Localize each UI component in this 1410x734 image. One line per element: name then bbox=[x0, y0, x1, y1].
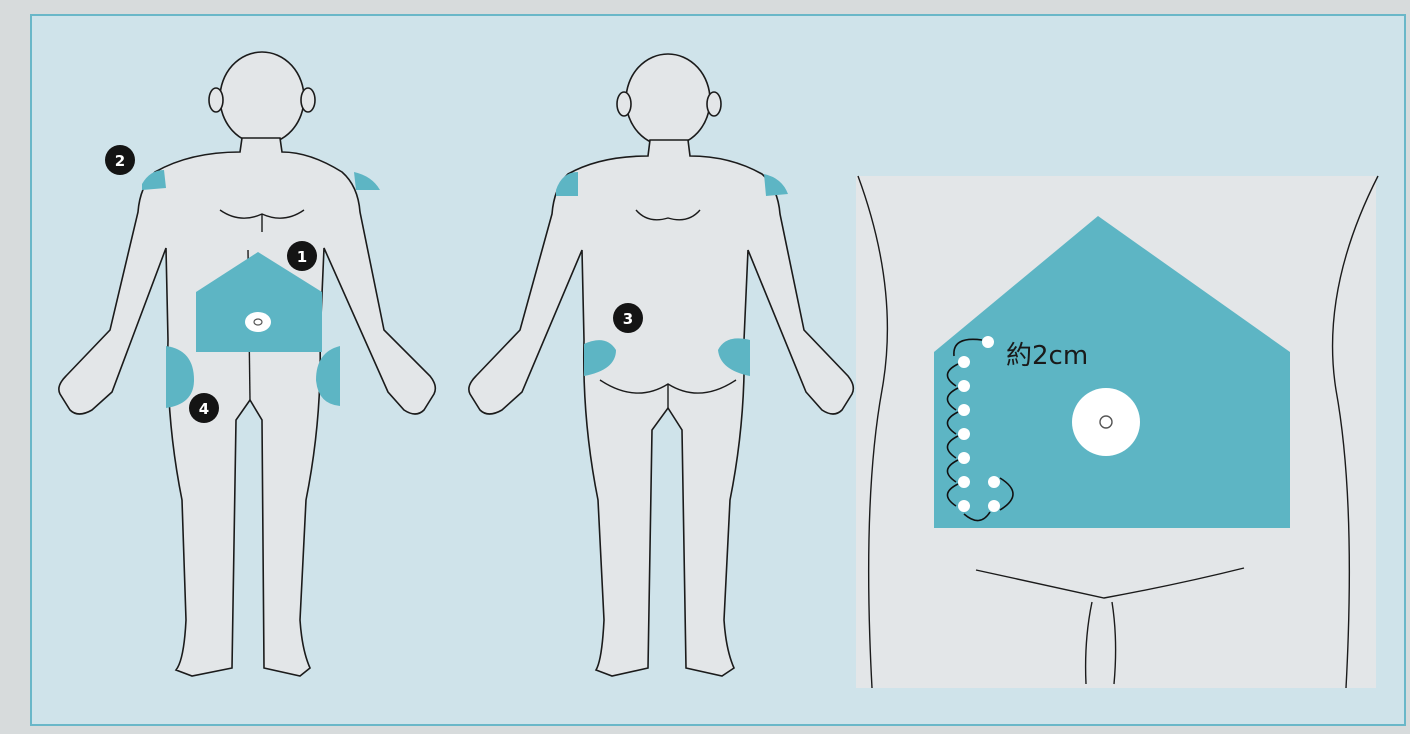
badge-abdomen: 1 bbox=[287, 241, 317, 271]
closeup-navel bbox=[1072, 388, 1140, 456]
back-body-figure bbox=[469, 54, 853, 676]
badge-thigh-number: 4 bbox=[199, 400, 209, 418]
badge-buttock: 3 bbox=[613, 303, 643, 333]
distance-label: 約2cm bbox=[1006, 341, 1088, 371]
badge-thigh: 4 bbox=[189, 393, 219, 423]
badge-upper-arm-number: 2 bbox=[115, 152, 125, 170]
badge-buttock-number: 3 bbox=[623, 310, 633, 328]
front-navel bbox=[245, 312, 271, 332]
back-upper-arm-site-right bbox=[764, 174, 788, 196]
badge-upper-arm: 2 bbox=[105, 145, 135, 175]
front-upper-arm-site-left bbox=[142, 170, 166, 190]
badge-abdomen-number: 1 bbox=[297, 248, 307, 266]
front-body-figure bbox=[59, 52, 435, 676]
front-upper-arm-site-right bbox=[354, 172, 380, 190]
back-upper-arm-site-left bbox=[556, 172, 578, 196]
abdomen-closeup: 約2cm bbox=[856, 176, 1378, 688]
